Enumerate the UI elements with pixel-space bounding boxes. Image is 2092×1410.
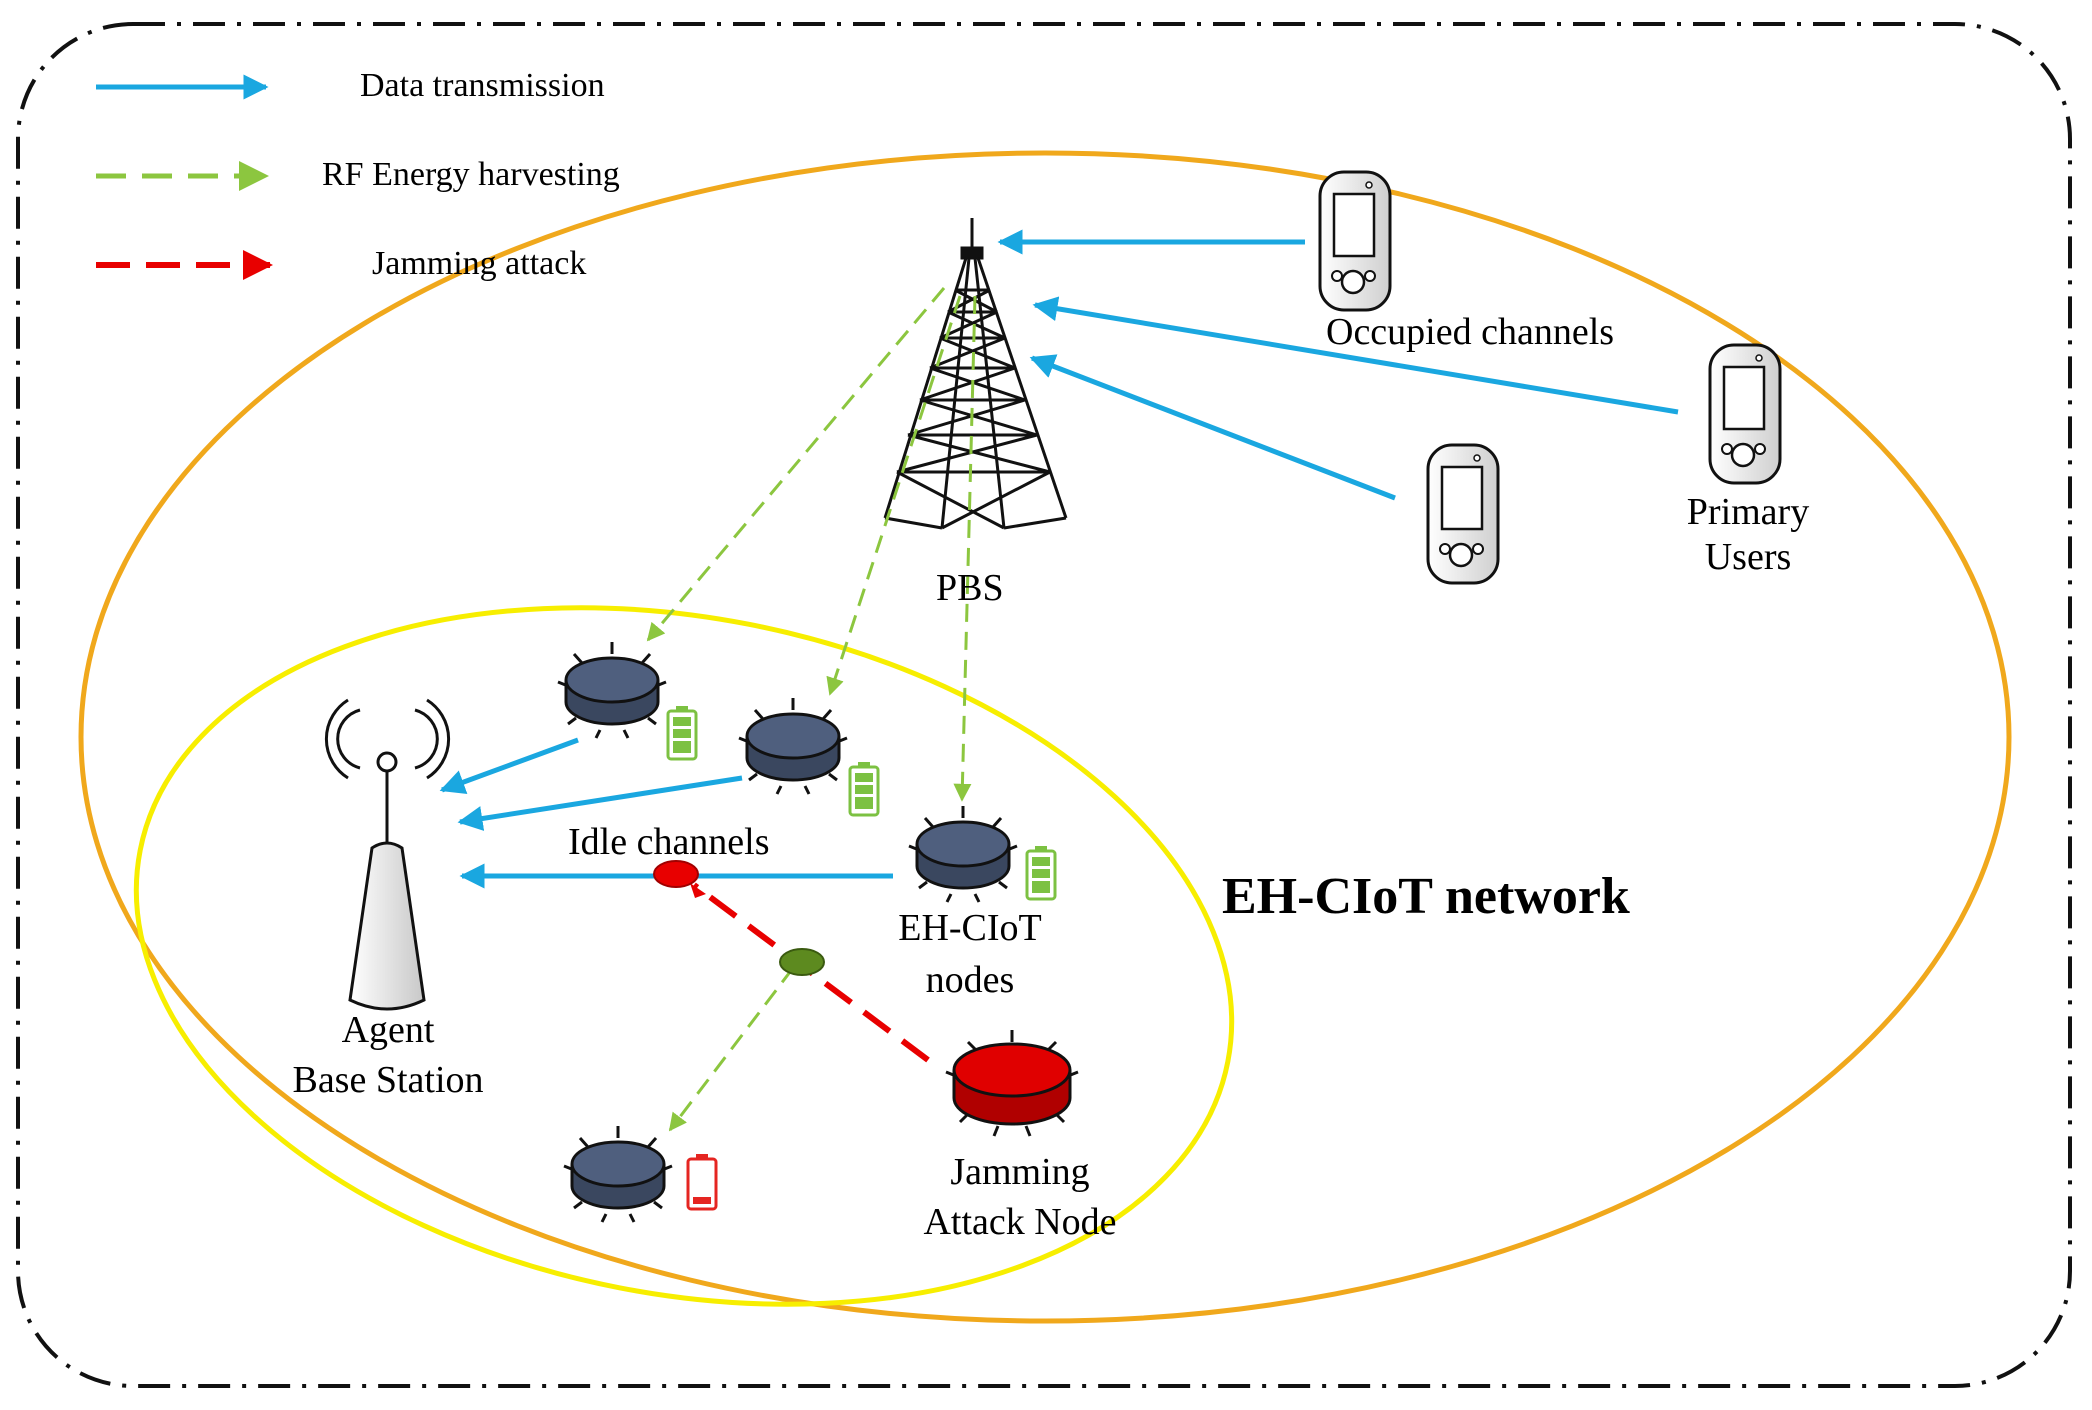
legend-jamming-label: Jamming attack [372, 245, 587, 282]
ehciot-node-icon [563, 1126, 673, 1223]
pbs-label: PBS [936, 567, 1004, 609]
jamming-attack-node-icon [945, 1030, 1079, 1137]
data-arrow-node-to-agent [439, 737, 579, 794]
battery-full-icon [1025, 846, 1057, 901]
pbs-tower-icon [883, 218, 1068, 530]
ehciot-node-icon [738, 698, 848, 795]
battery-full-icon [666, 706, 698, 761]
network-title-label: EH-CIoT network [1222, 868, 1630, 925]
ehciot-node-icon [908, 806, 1018, 903]
primary-users-label-line2: Users [1704, 536, 1792, 578]
battery-low-icon [686, 1154, 718, 1211]
primary-user-phone-icon [1708, 343, 1782, 485]
jamming-node-label-line1: Jamming [950, 1151, 1090, 1193]
network-boundary [16, 22, 2072, 1388]
jamming-hit-marker [690, 883, 706, 898]
jamming-node-label-line2: Attack Node [923, 1201, 1117, 1243]
energy-arrow-pbs-to-node [646, 287, 946, 642]
agent-label-line1: Agent [341, 1009, 435, 1051]
ehciot-nodes-label-line1: EH-CIoT [898, 907, 1042, 949]
idle-channels-label: Idle channels [568, 821, 770, 863]
data-arrow-pu-to-pbs [1032, 296, 1679, 415]
legend-energy-label: RF Energy harvesting [322, 156, 620, 193]
ehciot-nodes-label-line2: nodes [925, 959, 1015, 1001]
ehciot-network-ellipse [78, 150, 2012, 1324]
energy-arrow-pbs-to-node [826, 295, 962, 696]
energy-arrow-relay-to-node [668, 967, 795, 1132]
battery-full-icon [848, 762, 880, 817]
ehciot-node-icon [557, 642, 667, 739]
legend-data-label: Data transmission [360, 67, 605, 104]
primary-user-phone-icon [1318, 170, 1392, 312]
energy-arrow-pbs-to-node [953, 295, 977, 802]
data-arrow-pu-to-pbs [1029, 354, 1396, 501]
secondary-network-ellipse [133, 605, 1235, 1307]
occupied-channels-label: Occupied channels [1326, 311, 1615, 353]
relay-point-icon [779, 948, 825, 976]
primary-user-phone-icon [1426, 443, 1500, 585]
primary-users-label-line1: Primary [1686, 491, 1810, 533]
agent-label-line2: Base Station [292, 1059, 484, 1101]
agent-base-station-icon [324, 698, 451, 1011]
intercept-point-icon [653, 860, 699, 888]
data-arrow-node-to-agent [457, 775, 743, 831]
